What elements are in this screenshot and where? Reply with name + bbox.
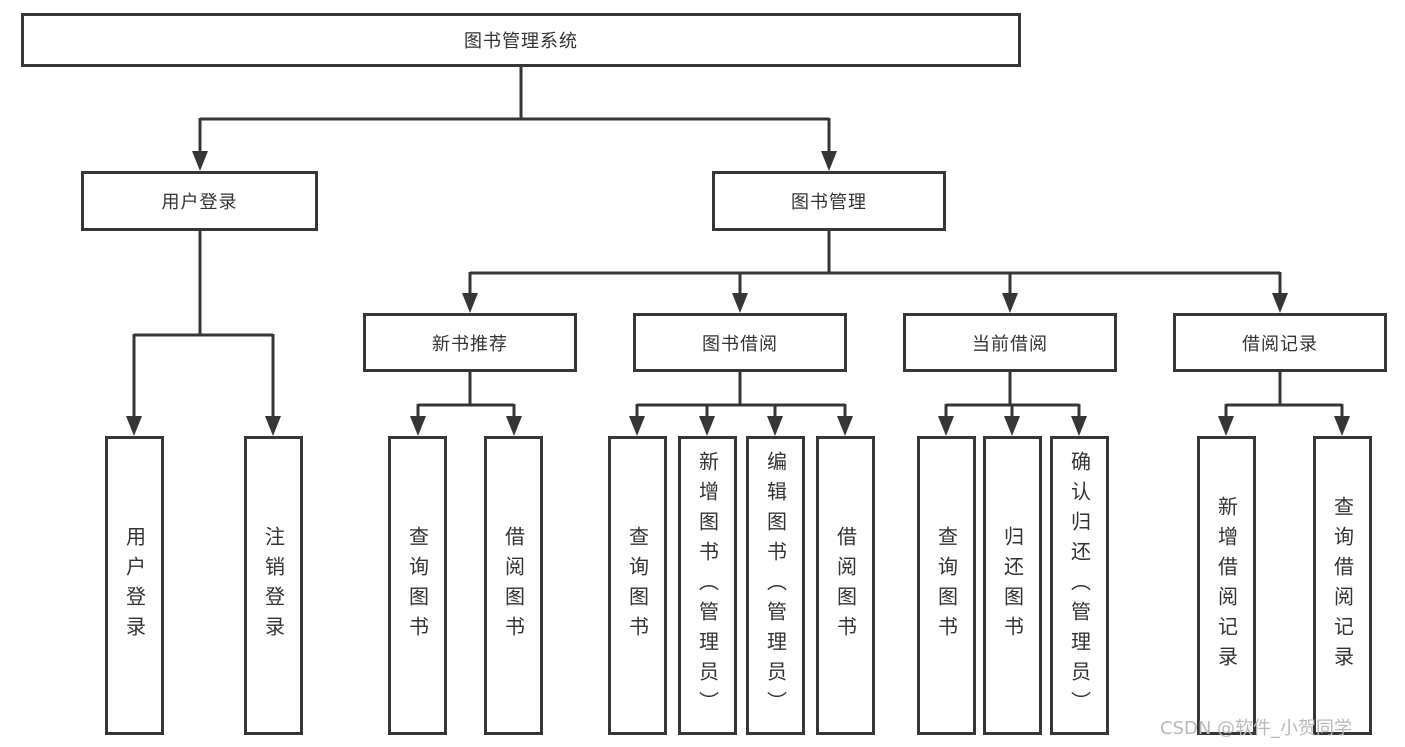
- node-label: 图书管理: [791, 192, 867, 213]
- leaf-edit-books-admin: 编辑图书（管理员）: [746, 436, 805, 735]
- arrowhead-icons: [126, 151, 1350, 436]
- leaf-label: 用户登录: [122, 525, 147, 646]
- node-label: 用户登录: [161, 192, 238, 213]
- leaf-query-books: 查询图书: [388, 436, 447, 735]
- leaf-borrow-books: 借阅图书: [816, 436, 875, 735]
- node-book-management: 图书管理: [712, 171, 946, 231]
- node-current-borrow: 当前借阅: [903, 313, 1117, 372]
- node-label: 图书管理系统: [464, 31, 578, 52]
- leaf-label: 注销登录: [261, 525, 286, 646]
- node-label: 新书推荐: [432, 333, 508, 355]
- csdn-watermark: CSDN @软件_小贺同学: [1160, 718, 1353, 739]
- leaf-label: 新增图书（管理员）: [695, 450, 720, 721]
- node-label: 借阅记录: [1242, 333, 1318, 355]
- leaf-logout: 注销登录: [244, 436, 303, 735]
- leaf-label: 查询图书: [405, 525, 430, 646]
- leaf-add-books-admin: 新增图书（管理员）: [678, 436, 737, 735]
- leaf-query-borrow-record: 查询借阅记录: [1313, 436, 1372, 735]
- leaf-return-books: 归还图书: [983, 436, 1042, 735]
- node-book-borrow: 图书借阅: [633, 313, 847, 372]
- leaf-borrow-books: 借阅图书: [484, 436, 543, 735]
- leaf-add-borrow-record: 新增借阅记录: [1197, 436, 1256, 735]
- node-new-book-recommend: 新书推荐: [363, 313, 577, 372]
- leaf-query-books: 查询图书: [917, 436, 976, 735]
- leaf-user-login: 用户登录: [105, 436, 164, 735]
- node-label: 图书借阅: [702, 333, 778, 355]
- leaf-query-books: 查询图书: [608, 436, 667, 735]
- node-system-root: 图书管理系统: [21, 13, 1021, 67]
- node-borrow-records: 借阅记录: [1173, 313, 1387, 372]
- leaf-label: 新增借阅记录: [1214, 495, 1239, 676]
- leaf-label: 借阅图书: [833, 525, 858, 646]
- leaf-label: 查询图书: [934, 525, 959, 646]
- leaf-label: 归还图书: [1000, 525, 1025, 646]
- leaf-label: 查询图书: [625, 525, 650, 646]
- leaf-label: 查询借阅记录: [1330, 495, 1355, 676]
- leaf-label: 编辑图书（管理员）: [763, 450, 788, 721]
- node-label: 当前借阅: [972, 333, 1048, 355]
- leaf-confirm-return-admin: 确认归还（管理员）: [1050, 436, 1109, 735]
- node-user-login: 用户登录: [81, 171, 318, 231]
- leaf-label: 借阅图书: [501, 525, 526, 646]
- leaf-label: 确认归还（管理员）: [1067, 450, 1092, 721]
